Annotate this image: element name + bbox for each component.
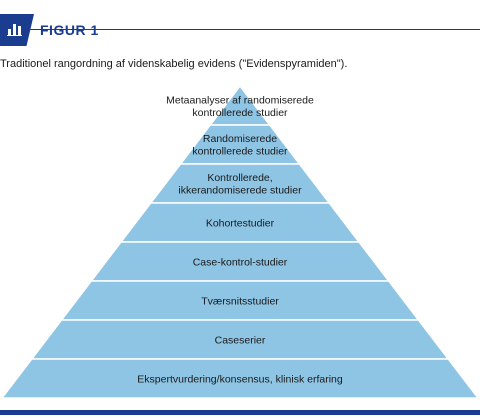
pyramid-level-8-label: Ekspertvurdering/konsensus, klinisk erfa… [137,373,343,385]
pyramid-level-3-label: ikkerandomiserede studier [178,185,302,197]
figure-caption: Traditionel rangordning af videnskabelig… [0,58,348,70]
pyramid-level-4-label: Kohortestudier [206,217,275,229]
figure-label: FIGUR 1 [40,22,99,38]
bar-chart-icon [7,24,22,36]
evidence-pyramid: Metaanalyser af randomiseredekontrollere… [0,86,480,399]
pyramid-level-3-label: Kontrollerede, [207,172,272,184]
pyramid-level-5-label: Case-kontrol-studier [193,256,288,268]
figure-header: FIGUR 1 [0,14,480,46]
pyramid-level-1-label: kontrollerede studier [192,107,288,119]
pyramid-level-2-label: Randomiserede [203,133,277,145]
footer-rule [0,410,480,415]
pyramid-level-6-label: Tværsnitsstudier [201,295,279,307]
pyramid-level-1-label: Metaanalyser af randomiserede [166,95,314,107]
pyramid-level-7-label: Caseserier [215,334,266,346]
pyramid-level-8 [0,358,480,399]
figure-badge [0,14,34,46]
header-rule [0,29,480,30]
pyramid-level-2-label: kontrollerede studier [192,146,288,158]
